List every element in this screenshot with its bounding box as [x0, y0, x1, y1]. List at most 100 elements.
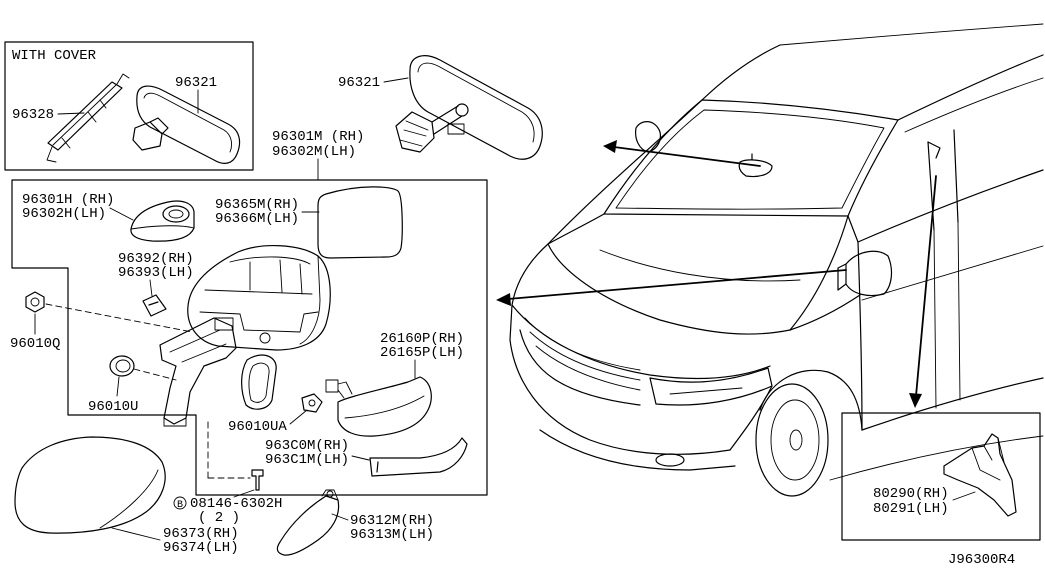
bracket-hooks — [46, 73, 130, 163]
mirror-cover-edge — [99, 469, 159, 529]
leader-mirror-finisher — [331, 513, 349, 521]
mirror-glass-drawing — [317, 186, 403, 259]
lower-bumper — [539, 429, 736, 471]
bracket-rail-outer — [47, 81, 123, 151]
inside-mirror-body — [409, 55, 543, 160]
mirror-cover-group: 96373(RH) 96374(LH) — [14, 436, 239, 556]
bracket-rail-inner — [52, 84, 117, 146]
mirror-finisher-hole — [326, 490, 334, 498]
label-door-mirror-rh: 96301M (RH) — [272, 129, 364, 145]
mirror-cap-drawing — [130, 200, 195, 242]
windshield-glass — [615, 109, 885, 210]
with-cover-inset: WITH COVER 96328 96321 — [4, 41, 254, 171]
inside-mirror-connector — [447, 123, 465, 135]
housing-inner-ribs — [199, 256, 319, 333]
label-inside-mirror: 96321 — [338, 75, 380, 91]
rocker-line — [861, 377, 1044, 431]
car-inside-mirror — [738, 153, 773, 178]
roof-panel — [779, 23, 1044, 46]
hood-front-edge — [547, 243, 791, 335]
inside-mirror-pivot — [455, 103, 469, 117]
assembly-frame — [11, 179, 488, 496]
front-bumper — [509, 304, 731, 455]
front-wheel-hub — [789, 429, 803, 451]
bracket-tabs — [61, 99, 107, 149]
near-side-mirror — [845, 250, 893, 297]
side-character-line — [861, 245, 1044, 301]
label-bolt-part: 08146-6302H — [190, 496, 282, 512]
housing-outline — [187, 245, 331, 351]
location-arrows — [496, 140, 937, 408]
bolt-symbol-circle — [173, 496, 187, 510]
inside-mirror-mount-ribs — [399, 120, 429, 147]
leader-mirror-cap — [109, 207, 134, 221]
roof-far-rail — [701, 44, 781, 101]
inside-mirror-glass-line — [417, 62, 535, 143]
mirror-finisher-mount — [321, 489, 339, 501]
label-turn-lamp-lh: 26165P(LH) — [380, 345, 464, 361]
mirror-cap-ring — [162, 205, 190, 223]
inset-bracket-drawing — [46, 73, 130, 163]
mirror-finisher-drawing — [276, 495, 340, 556]
mirror-cap-ring-inner — [168, 209, 184, 219]
roof-near-rail — [897, 54, 1044, 121]
label-turn-lamp-rh: 26160P(RH) — [380, 331, 464, 347]
side-window-top — [904, 77, 1044, 133]
arrow-pillar-shaft — [915, 175, 937, 397]
arrow-pillar-head — [909, 393, 922, 408]
label-mirror-cover-lh: 96374(LH) — [163, 540, 239, 556]
vehicle-drawing — [509, 23, 1044, 497]
mirror-housing-drawing — [187, 245, 331, 351]
mirror-cap-body — [130, 200, 195, 242]
label-mirror-glass-rh: 96365M(RH) — [215, 197, 299, 213]
door-mirror-exploded-view: 96301M (RH) 96302M(LH) 96301H (RH) 96302… — [10, 129, 488, 496]
windshield-frame — [603, 99, 899, 217]
small-cover-drawing — [142, 294, 167, 317]
label-small-cover-lh: 96393(LH) — [118, 265, 194, 281]
label-lamp-finisher-lh: 963C1M(LH) — [265, 452, 349, 468]
arrow-door-mirror-head — [496, 293, 511, 306]
grommet-drawing — [109, 355, 135, 377]
label-inset-mirror: 96321 — [175, 75, 217, 91]
leader-pillar-finisher — [952, 491, 976, 501]
bolt-symbol-letter: B — [177, 500, 183, 511]
headlight-inner — [669, 387, 743, 395]
hood-crease — [599, 249, 801, 282]
diagram-code: J96300R4 — [948, 552, 1015, 568]
pillar-finisher-inset: 80290(RH) 80291(LH) — [841, 412, 1041, 541]
inside-mirror-mount-housing — [395, 111, 435, 153]
front-tire — [755, 383, 829, 497]
nut-drawing — [25, 291, 45, 313]
mirror-base-ribs — [163, 329, 227, 427]
mirror-finisher-group: 96312M(RH) 96313M(LH) — [276, 489, 434, 556]
label-bolt-qty: ( 2 ) — [198, 510, 240, 526]
inset-mirror-drawing — [132, 85, 241, 164]
arrow-inside-mirror-head — [603, 140, 617, 153]
leader-mirror-cover — [111, 527, 161, 541]
grille-lower — [519, 329, 641, 406]
lamp-finisher-drawing — [369, 437, 468, 477]
label-nut: 96010Q — [10, 336, 60, 352]
mirror-base-outline — [159, 317, 237, 425]
front-door-edge — [857, 241, 863, 431]
headlight — [649, 367, 773, 406]
hood-far-edge — [547, 213, 605, 245]
wheel-arch — [759, 369, 863, 431]
label-lamp-finisher-rh: 963C0M(RH) — [265, 438, 349, 454]
grommet-a-drawing — [241, 354, 323, 413]
inset-frame — [4, 41, 254, 171]
grille-bars — [524, 317, 641, 391]
grommet-a-ring — [241, 354, 277, 410]
nut-hex — [25, 291, 45, 313]
fog-light — [655, 453, 685, 467]
label-mirror-glass-lh: 96366M(LH) — [215, 211, 299, 227]
bolt-callout: B 08146-6302H ( 2 ) — [173, 489, 282, 526]
inset-title: WITH COVER — [12, 48, 97, 64]
pillar-finisher-drawing — [943, 433, 1017, 517]
label-mirror-finisher-lh: 96313M(LH) — [350, 527, 434, 543]
grommet-a-clip — [301, 393, 323, 413]
turn-lamp-drawing — [325, 376, 432, 437]
inside-mirror-group: 96321 — [338, 55, 543, 160]
sill-line — [829, 435, 1044, 481]
